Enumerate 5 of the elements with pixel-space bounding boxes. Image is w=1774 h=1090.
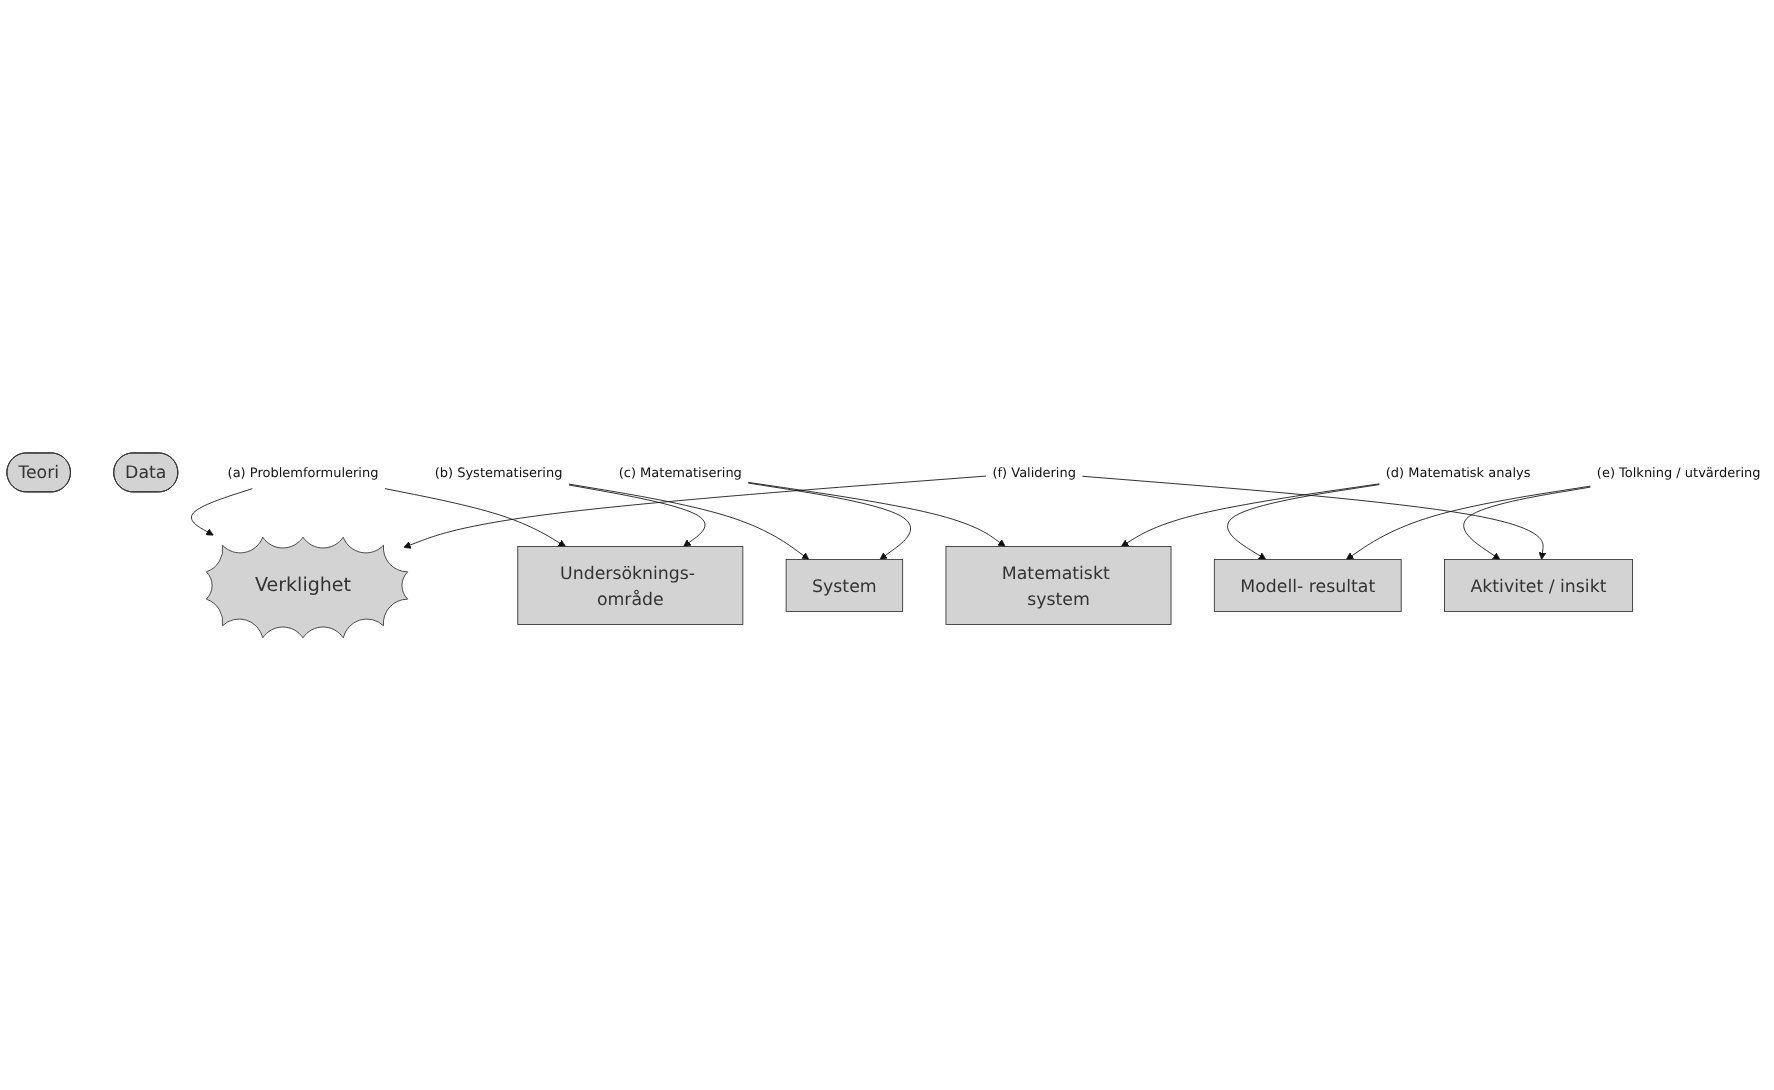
node-box: Undersöknings- område xyxy=(517,545,744,625)
node-box: Modell- resultat xyxy=(1213,558,1402,612)
node-box: System xyxy=(785,558,904,612)
node-box: Matematiskt system xyxy=(945,545,1172,625)
node-box: Aktivitet / insikt xyxy=(1444,558,1633,612)
